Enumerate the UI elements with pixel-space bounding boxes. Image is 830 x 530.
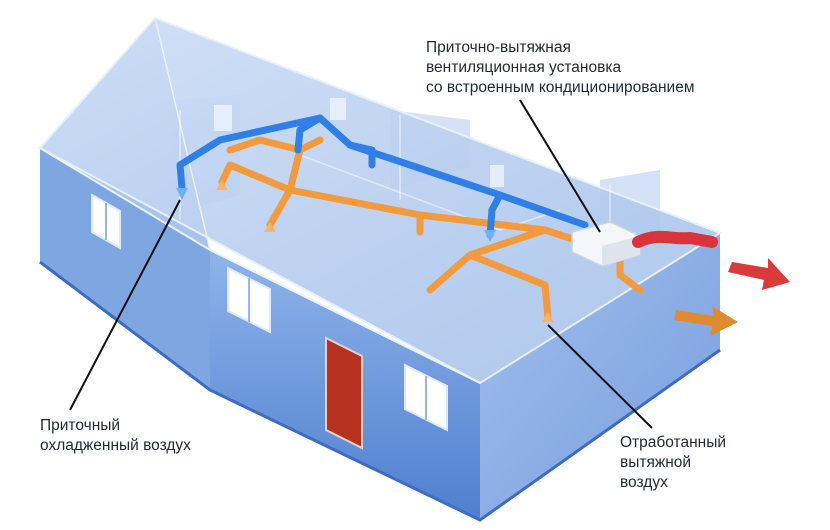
intake-arrow-icon [728, 258, 790, 290]
supply-outlet-arrows [176, 188, 496, 242]
label-supply-line-2: охладженный воздух [40, 437, 191, 454]
label-ventilation-unit: Приточно-вытяжная вентиляционная установ… [426, 38, 694, 98]
callout-line-exhaust [547, 324, 653, 429]
intake-duct [632, 230, 718, 248]
door [325, 336, 363, 450]
window-left [91, 193, 121, 250]
label-unit-line-2: вентиляционная установка [426, 59, 622, 76]
exhaust-inlet-arrows [216, 180, 554, 322]
supply-duct-network [176, 114, 589, 239]
exhaust-arrow-icon [674, 306, 738, 336]
label-exhaust-line-2: вытяжной [620, 454, 692, 471]
label-exhaust-line-3: воздух [620, 474, 668, 491]
building-left-wall [40, 148, 210, 390]
ventilation-unit [571, 221, 641, 267]
label-exhaust-air: Отработанный вытяжной воздух [620, 433, 726, 493]
window-front-2 [404, 363, 448, 432]
label-supply-line-1: Приточный [40, 417, 121, 434]
label-exhaust-line-1: Отработанный [620, 434, 727, 451]
callout-line-unit [519, 99, 601, 233]
label-supply-air: Приточный охладженный воздух [40, 416, 191, 456]
label-unit-line-3: со встроенным кондиционированием [426, 79, 695, 96]
window-front-1 [227, 266, 271, 334]
callout-line-supply [69, 199, 181, 411]
label-unit-line-1: Приточно-вытяжная [426, 39, 571, 56]
